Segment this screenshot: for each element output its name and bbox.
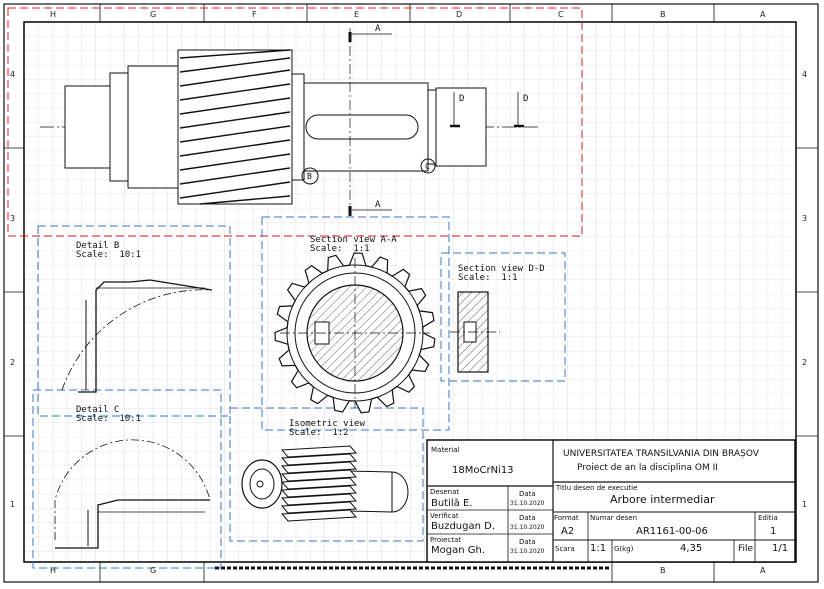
iso-tooth bbox=[280, 501, 358, 514]
detail-b-title: Detail B bbox=[76, 241, 120, 251]
zone-top-f: F bbox=[252, 10, 257, 19]
date-label-1: Data bbox=[519, 490, 536, 498]
isometric-scale: Scale: 1:2 bbox=[289, 428, 349, 438]
zone-bottom-b: B bbox=[660, 566, 666, 575]
checked-label: Verificat bbox=[430, 512, 459, 520]
section-dd-drawing bbox=[450, 291, 500, 373]
detail-marker-c: C bbox=[425, 162, 430, 171]
zone-top-c: C bbox=[558, 10, 564, 19]
section-dd-scale: Scale: 1:1 bbox=[458, 273, 518, 283]
material-label: Material bbox=[431, 446, 460, 454]
detail-b-scale: Scale: 10:1 bbox=[76, 250, 142, 260]
zone-bottom-a: A bbox=[760, 566, 766, 575]
iso-tooth bbox=[280, 469, 358, 482]
zone-right-2: 2 bbox=[802, 358, 808, 367]
section-marker-d-right: D bbox=[523, 94, 529, 104]
project-name: Proiect de an la disciplina OM II bbox=[577, 463, 718, 473]
view-frame-detail-c bbox=[32, 389, 222, 569]
date-label-2: Data bbox=[519, 514, 536, 522]
detail-c-drawing bbox=[54, 439, 211, 549]
drawing-number: AR1161-00-06 bbox=[636, 526, 708, 537]
title-block bbox=[426, 439, 796, 563]
format-value: A2 bbox=[561, 526, 575, 537]
view-frame-main bbox=[7, 7, 583, 237]
isometric-title: Isometric view bbox=[289, 419, 365, 429]
date-value-3: 31.10.2020 bbox=[510, 548, 545, 555]
drawing-title: Arbore intermediar bbox=[610, 493, 715, 506]
section-aa-scale: Scale: 1:1 bbox=[310, 244, 370, 254]
zone-top-h: H bbox=[50, 10, 57, 19]
drawn-label: Desenat bbox=[430, 488, 460, 496]
zone-bottom-h: H bbox=[50, 566, 57, 575]
zone-top-b: B bbox=[660, 10, 666, 19]
section-marker-d-left: D bbox=[459, 94, 465, 104]
drawing-number-label: Numar desen bbox=[590, 514, 638, 522]
section-aa-gear bbox=[274, 252, 436, 414]
view-frame-section-dd bbox=[440, 252, 566, 382]
section-dd-title: Section view D-D bbox=[458, 264, 545, 274]
edition-value: 1 bbox=[770, 526, 777, 537]
sheet-value: 1/1 bbox=[772, 543, 789, 554]
designed-by: Mogan Gh. bbox=[431, 545, 486, 556]
iso-gear-teeth bbox=[280, 445, 358, 522]
shaft-main-view bbox=[40, 28, 540, 216]
zone-left-3: 3 bbox=[10, 214, 16, 223]
date-label-3: Data bbox=[519, 538, 536, 546]
mass-label: G(kg) bbox=[614, 545, 634, 553]
zone-bottom-g: G bbox=[150, 566, 157, 575]
iso-tooth bbox=[280, 461, 358, 474]
zone-top-e: E bbox=[354, 10, 360, 19]
detail-marker-b: B bbox=[307, 172, 312, 181]
iso-tooth bbox=[280, 485, 358, 498]
date-value-2: 31.10.2020 bbox=[510, 524, 545, 531]
view-frame-detail-b bbox=[37, 225, 231, 417]
scale-value: 1:1 bbox=[590, 543, 607, 554]
iso-tooth bbox=[280, 453, 358, 466]
iso-tooth bbox=[280, 477, 358, 490]
designed-label: Proiectat bbox=[430, 536, 461, 544]
isometric-shaft bbox=[241, 445, 409, 522]
iso-tooth bbox=[280, 445, 358, 458]
material-value: 18MoCrNi13 bbox=[452, 465, 514, 476]
detail-c-scale: Scale: 10:1 bbox=[76, 414, 142, 424]
section-marker-a-bottom: A bbox=[375, 200, 381, 210]
iso-tooth bbox=[280, 509, 358, 522]
mass-value: 4,35 bbox=[680, 543, 703, 554]
detail-b-drawing bbox=[61, 279, 213, 393]
format-label: Format bbox=[554, 514, 579, 522]
section-marker-a-top: A bbox=[375, 24, 381, 34]
zone-left-2: 2 bbox=[10, 358, 16, 367]
checked-by: Buzdugan D. bbox=[431, 521, 496, 532]
view-frame-section-aa bbox=[261, 216, 450, 431]
edition-label: Editia bbox=[758, 514, 778, 522]
zone-right-4: 4 bbox=[802, 70, 808, 79]
zone-left-1: 1 bbox=[10, 500, 16, 509]
zone-top-d: D bbox=[456, 10, 463, 19]
zone-top-a: A bbox=[760, 10, 766, 19]
university-name: UNIVERSITATEA TRANSILVANIA DIN BRAȘOV bbox=[563, 449, 759, 459]
drawing-title-label: Titlu desen de executie bbox=[556, 484, 638, 492]
view-frame-isometric bbox=[229, 407, 424, 542]
drawn-by: Butilă E. bbox=[431, 498, 473, 509]
zone-right-3: 3 bbox=[802, 214, 808, 223]
zone-top-g: G bbox=[150, 10, 157, 19]
zone-right-1: 1 bbox=[802, 500, 808, 509]
detail-c-title: Detail C bbox=[76, 405, 120, 415]
sheet-label: File bbox=[738, 544, 754, 554]
iso-tooth bbox=[280, 493, 358, 506]
scale-label: Scara bbox=[555, 545, 575, 553]
date-value-1: 31.10.2020 bbox=[510, 500, 545, 507]
section-aa-title: Section view A-A bbox=[310, 235, 397, 245]
zone-left-4: 4 bbox=[10, 70, 16, 79]
